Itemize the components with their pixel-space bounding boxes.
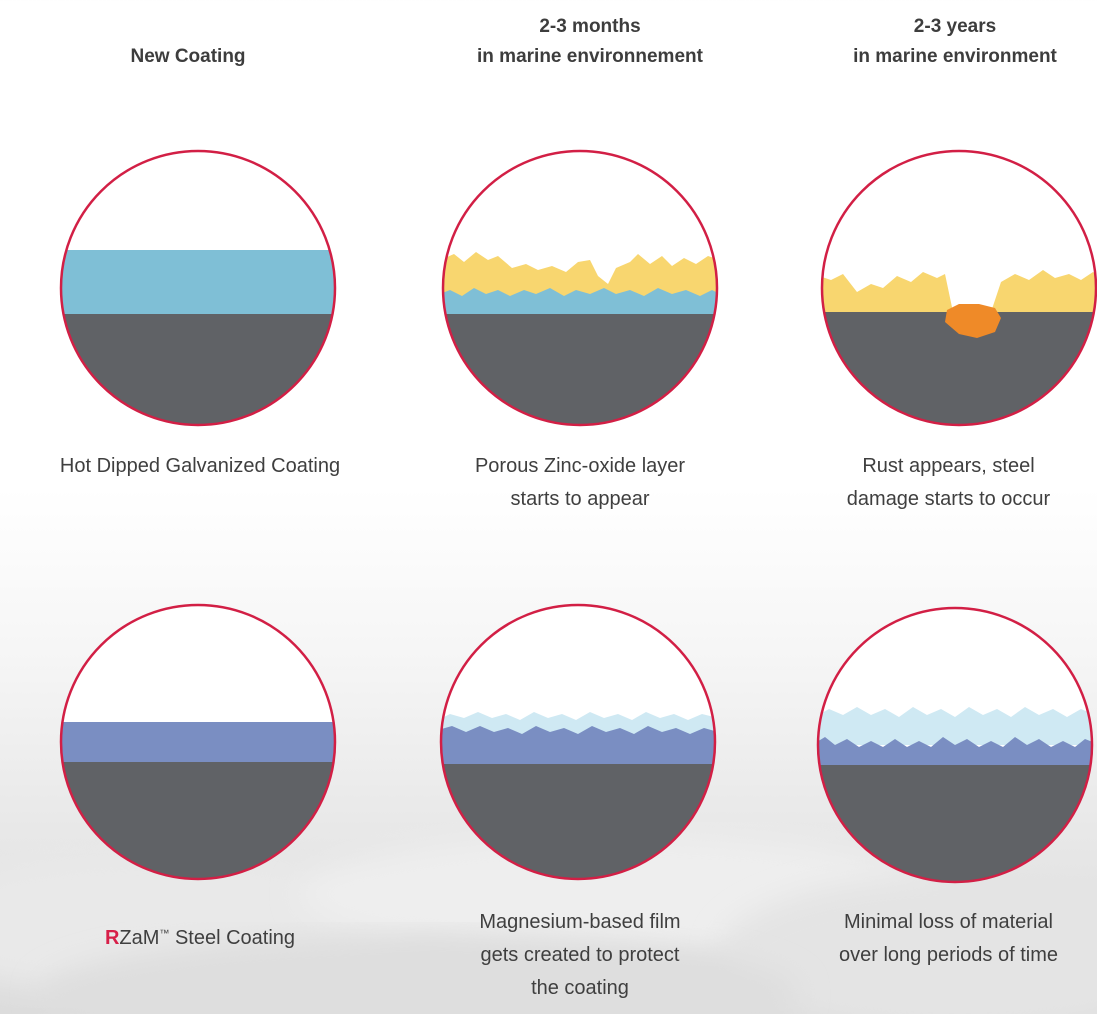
rzam-coating-layer — [441, 726, 715, 764]
caption-rzam-new: RZaM™ Steel Coating — [20, 922, 380, 955]
column-header-new-coating: New Coating — [68, 42, 308, 72]
column-header-2-3-months: 2-3 months in marine environnement — [430, 12, 750, 72]
porous-zinc-layer — [443, 288, 717, 314]
caption-line: starts to appear — [510, 488, 650, 510]
caption-line: Magnesium-based film — [479, 911, 681, 933]
galvanized-new-illustration — [59, 149, 337, 427]
caption-rzam-months: Magnesium-based film gets created to pro… — [420, 906, 740, 1005]
column-header-2-3-years: 2-3 years in marine environment — [810, 12, 1097, 72]
rzam-new-illustration — [59, 603, 337, 881]
galvanized-years-illustration — [820, 149, 1097, 427]
caption-line: damage starts to occur — [846, 488, 1051, 510]
galvanized-months-circle — [440, 148, 720, 428]
caption-galvanized-years: Rust appears, steel damage starts to occ… — [800, 450, 1097, 516]
rzam-new-circle — [58, 602, 338, 882]
magnesium-film — [818, 707, 1092, 745]
column-header-line: in marine environnement — [477, 46, 703, 67]
caption-line: over long periods of time — [838, 944, 1058, 966]
caption-line: RZaM™ Steel Coating — [20, 922, 380, 955]
caption-line: Minimal loss of material — [844, 911, 1053, 933]
caption-galvanized-new: Hot Dipped Galvanized Coating — [20, 450, 380, 483]
caption-line: the coating — [531, 977, 629, 999]
caption-line: Porous Zinc-oxide layer — [474, 455, 686, 477]
rzam-coating-layer — [61, 722, 335, 762]
column-header-line: 2-3 years — [913, 16, 997, 37]
caption-line: Hot Dipped Galvanized Coating — [59, 455, 341, 477]
steel-substrate — [441, 764, 715, 879]
caption-line: Rust appears, steel — [862, 455, 1035, 477]
rzam-years-circle — [815, 605, 1095, 885]
zinc-oxide-right — [991, 270, 1096, 312]
column-header-line: 2-3 months — [539, 16, 641, 37]
rust-spot — [945, 304, 1001, 338]
steel-substrate — [443, 314, 717, 425]
caption-galvanized-months: Porous Zinc-oxide layer starts to appear — [420, 450, 740, 516]
column-header-line: in marine environment — [853, 46, 1057, 67]
steel-substrate — [61, 762, 335, 879]
brand-name-rest: ZaM — [119, 927, 160, 949]
caption-line: gets created to protect — [480, 944, 680, 966]
galvanized-years-circle — [819, 148, 1097, 428]
rzam-months-circle — [438, 602, 718, 882]
galvanized-months-illustration — [441, 149, 719, 427]
zinc-oxide-left — [822, 272, 953, 312]
rzam-years-illustration — [816, 606, 1094, 884]
rzam-months-illustration — [439, 603, 717, 881]
steel-substrate — [818, 765, 1092, 882]
caption-rzam-years: Minimal loss of material over long perio… — [800, 906, 1097, 972]
galvanized-new-circle — [58, 148, 338, 428]
brand-r-letter: R — [104, 927, 120, 949]
trademark-symbol: ™ — [159, 928, 170, 940]
column-header-line: New Coating — [130, 46, 246, 67]
zinc-coating-layer — [61, 250, 335, 314]
rzam-coating-layer — [818, 737, 1092, 765]
steel-substrate — [61, 314, 335, 425]
caption-suffix: Steel Coating — [169, 927, 296, 949]
